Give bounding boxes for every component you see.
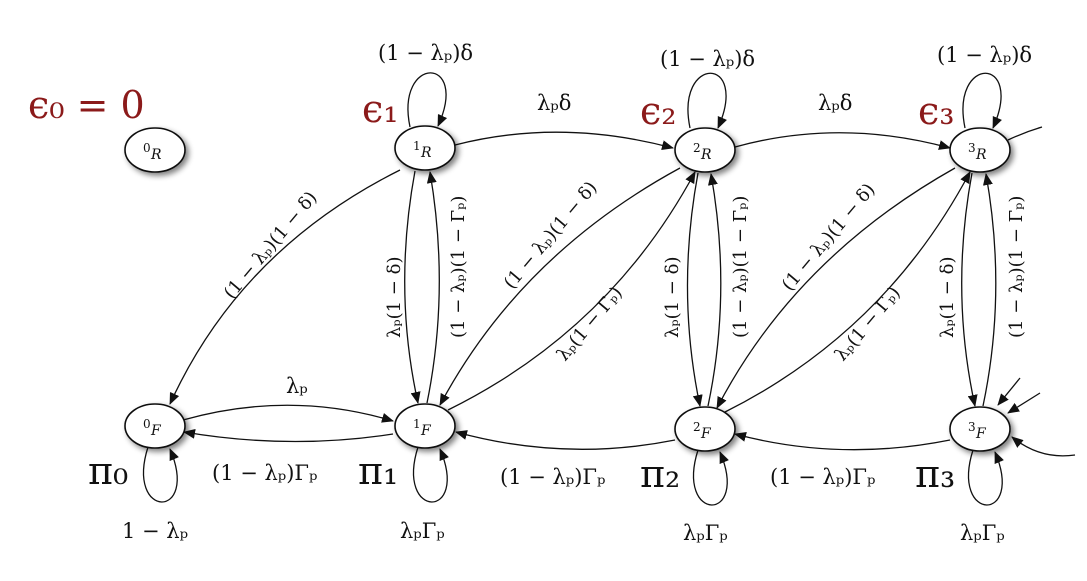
edge-1R-1F: [404, 170, 421, 404]
label-0F-self: 1 − λₚ: [122, 519, 188, 543]
node-type: R: [700, 147, 712, 163]
edge-1F-self: [412, 446, 449, 503]
label-2F-3R: λₚ(1 − Γₚ): [831, 283, 905, 366]
edge-1F-2R: [447, 171, 696, 411]
edge-1R-0F: [169, 169, 401, 405]
node-type: R: [150, 147, 162, 163]
node-number: 2: [693, 141, 701, 155]
epsilon-2-label: ϵ₂: [640, 89, 677, 133]
node-type: F: [700, 426, 712, 442]
label-1F-self: λₚΓₚ: [400, 519, 445, 543]
edge-1R-self: [407, 72, 448, 128]
edge-in-3F-b: [1007, 392, 1041, 414]
label-2R-3R: λₚδ: [818, 91, 852, 115]
pi-2-label: π₂: [640, 452, 680, 496]
node-type: R: [420, 145, 432, 161]
edge-2F-1F: [455, 430, 676, 450]
node-type: F: [150, 423, 162, 439]
label-1F-1R: (1 − λₚ)(1 − Γₚ): [448, 196, 469, 338]
node-number: 0: [143, 141, 151, 155]
node-number: 1: [413, 417, 421, 431]
node-number: 0: [143, 417, 151, 431]
edge-3R-out: [1007, 126, 1043, 141]
pi-1-label: π₁: [358, 449, 398, 493]
label-2R-2F: λₚ(1 − δ): [662, 257, 683, 338]
edge-2F-2R: [707, 173, 722, 407]
label-3F-3R: (1 − λₚ)(1 − Γₚ): [1006, 196, 1027, 338]
edge-1F-0F: [183, 428, 394, 443]
pi-3-label: π₃: [915, 452, 955, 496]
edge-2R-3R: [734, 132, 951, 150]
epsilon-1-label: ϵ₁: [362, 87, 399, 131]
edges: [142, 72, 1076, 506]
label-3F-2F: (1 − λₚ)Γₚ: [770, 465, 875, 489]
node-number: 3: [968, 141, 976, 155]
edge-2F-self: [692, 449, 729, 506]
label-2F-self: λₚΓₚ: [683, 521, 728, 545]
label-2R-1F: (1 − λₚ)(1 − δ): [500, 177, 602, 293]
label-0F-1F: λₚ: [286, 374, 308, 398]
edge-3R-3F: [961, 172, 978, 407]
node-type: F: [420, 423, 432, 439]
label-1R-0F: (1 − λₚ)(1 − δ): [220, 187, 322, 303]
edge-0F-self: [142, 446, 179, 503]
label-1R-self: (1 − λₚ)δ: [378, 41, 473, 65]
node-number: 2: [693, 420, 701, 434]
label-3F-self: λₚΓₚ: [960, 521, 1005, 545]
label-3R-2F: (1 − λₚ)(1 − δ): [778, 179, 880, 295]
pi-0-label: π₀: [88, 449, 128, 493]
epsilon-3-label: ϵ₃: [918, 89, 955, 133]
edge-3R-2F: [716, 167, 956, 409]
label-3R-self: (1 − λₚ)δ: [937, 43, 1032, 67]
edge-2R-1F: [439, 167, 681, 406]
label-1R-1F: λₚ(1 − δ): [384, 257, 405, 338]
label-2R-self: (1 − λₚ)δ: [660, 47, 755, 71]
edge-3F-3R: [982, 173, 997, 407]
edge-2R-2F: [686, 172, 703, 407]
edge-2R-self: [687, 72, 727, 129]
node-type: F: [975, 426, 987, 442]
node-number: 1: [413, 139, 421, 153]
node-type: R: [975, 147, 987, 163]
label-1R-2R: λₚδ: [537, 91, 571, 115]
edge-3R-self: [962, 72, 1002, 129]
edge-1R-2R: [454, 131, 674, 151]
edge-2F-3R: [724, 171, 971, 413]
label-1F-0F: (1 − λₚ)Γₚ: [212, 461, 317, 485]
label-1F-2R: λₚ(1 − Γₚ): [553, 283, 627, 366]
edge-1F-1R: [426, 171, 440, 404]
edge-in-3F-a: [997, 377, 1021, 406]
label-2F-2R: (1 − λₚ)(1 − Γₚ): [730, 196, 751, 338]
node-number: 3: [968, 420, 976, 434]
edge-3F-self: [967, 449, 1004, 506]
edge-0F-1F: [182, 404, 394, 423]
edge-3F-2F: [734, 432, 951, 451]
label-2F-1F: (1 − λₚ)Γₚ: [500, 465, 605, 489]
label-3R-3F: λₚ(1 − δ): [937, 257, 958, 338]
epsilon-0-label: ϵ₀ = 0: [28, 83, 145, 127]
edge-in-3F-c: [1011, 436, 1076, 457]
